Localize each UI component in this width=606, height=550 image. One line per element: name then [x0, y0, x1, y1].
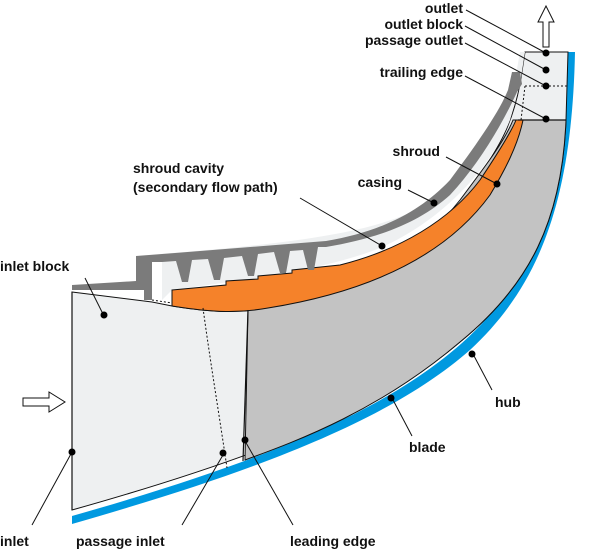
- label-inlet-block: inlet block: [0, 258, 69, 274]
- passage-outlet-dot: [542, 82, 550, 90]
- inflow-arrow: [22, 391, 66, 413]
- passage-inlet-dot: [219, 449, 227, 457]
- shroud-cavity-dot: [378, 242, 386, 250]
- inlet-block-dot: [100, 311, 108, 319]
- inlet-top-dotted: [151, 299, 173, 304]
- leader-lines: [31, 9, 547, 526]
- outlet-dot: [542, 49, 550, 57]
- trailing-edge-dot: [542, 115, 550, 123]
- outflow-arrow: [537, 4, 555, 48]
- leading-edge-dot: [241, 436, 249, 444]
- label-hub: hub: [495, 394, 521, 410]
- label-leading-edge: leading edge: [290, 533, 376, 549]
- marker-dots: [68, 49, 550, 457]
- label-passage-inlet: passage inlet: [76, 533, 165, 549]
- hub-dot: [468, 350, 476, 358]
- shroud: [171, 119, 524, 312]
- hub-stripe: [72, 52, 575, 524]
- shroud-dot: [493, 180, 501, 188]
- label-secondary-flow-path: (secondary flow path): [133, 179, 278, 195]
- casing-dot: [430, 199, 438, 207]
- label-casing: casing: [358, 174, 402, 190]
- label-shroud: shroud: [393, 143, 440, 159]
- outlet-vertical-line: [520, 85, 526, 121]
- label-passage-outlet: passage outlet: [365, 32, 463, 48]
- inlet-dot: [68, 448, 76, 456]
- outlet-block-dot: [542, 66, 550, 74]
- blade-dot: [387, 394, 395, 402]
- label-blade: blade: [409, 439, 446, 455]
- label-outlet-block: outlet block: [384, 16, 463, 32]
- label-shroud-cavity: shroud cavity: [133, 160, 224, 176]
- label-outlet: outlet: [425, 0, 463, 16]
- shroud-cavity: [152, 52, 525, 300]
- label-inlet: inlet: [0, 533, 29, 549]
- label-trailing-edge: trailing edge: [380, 64, 463, 80]
- leading-edge-line: [242, 309, 249, 462]
